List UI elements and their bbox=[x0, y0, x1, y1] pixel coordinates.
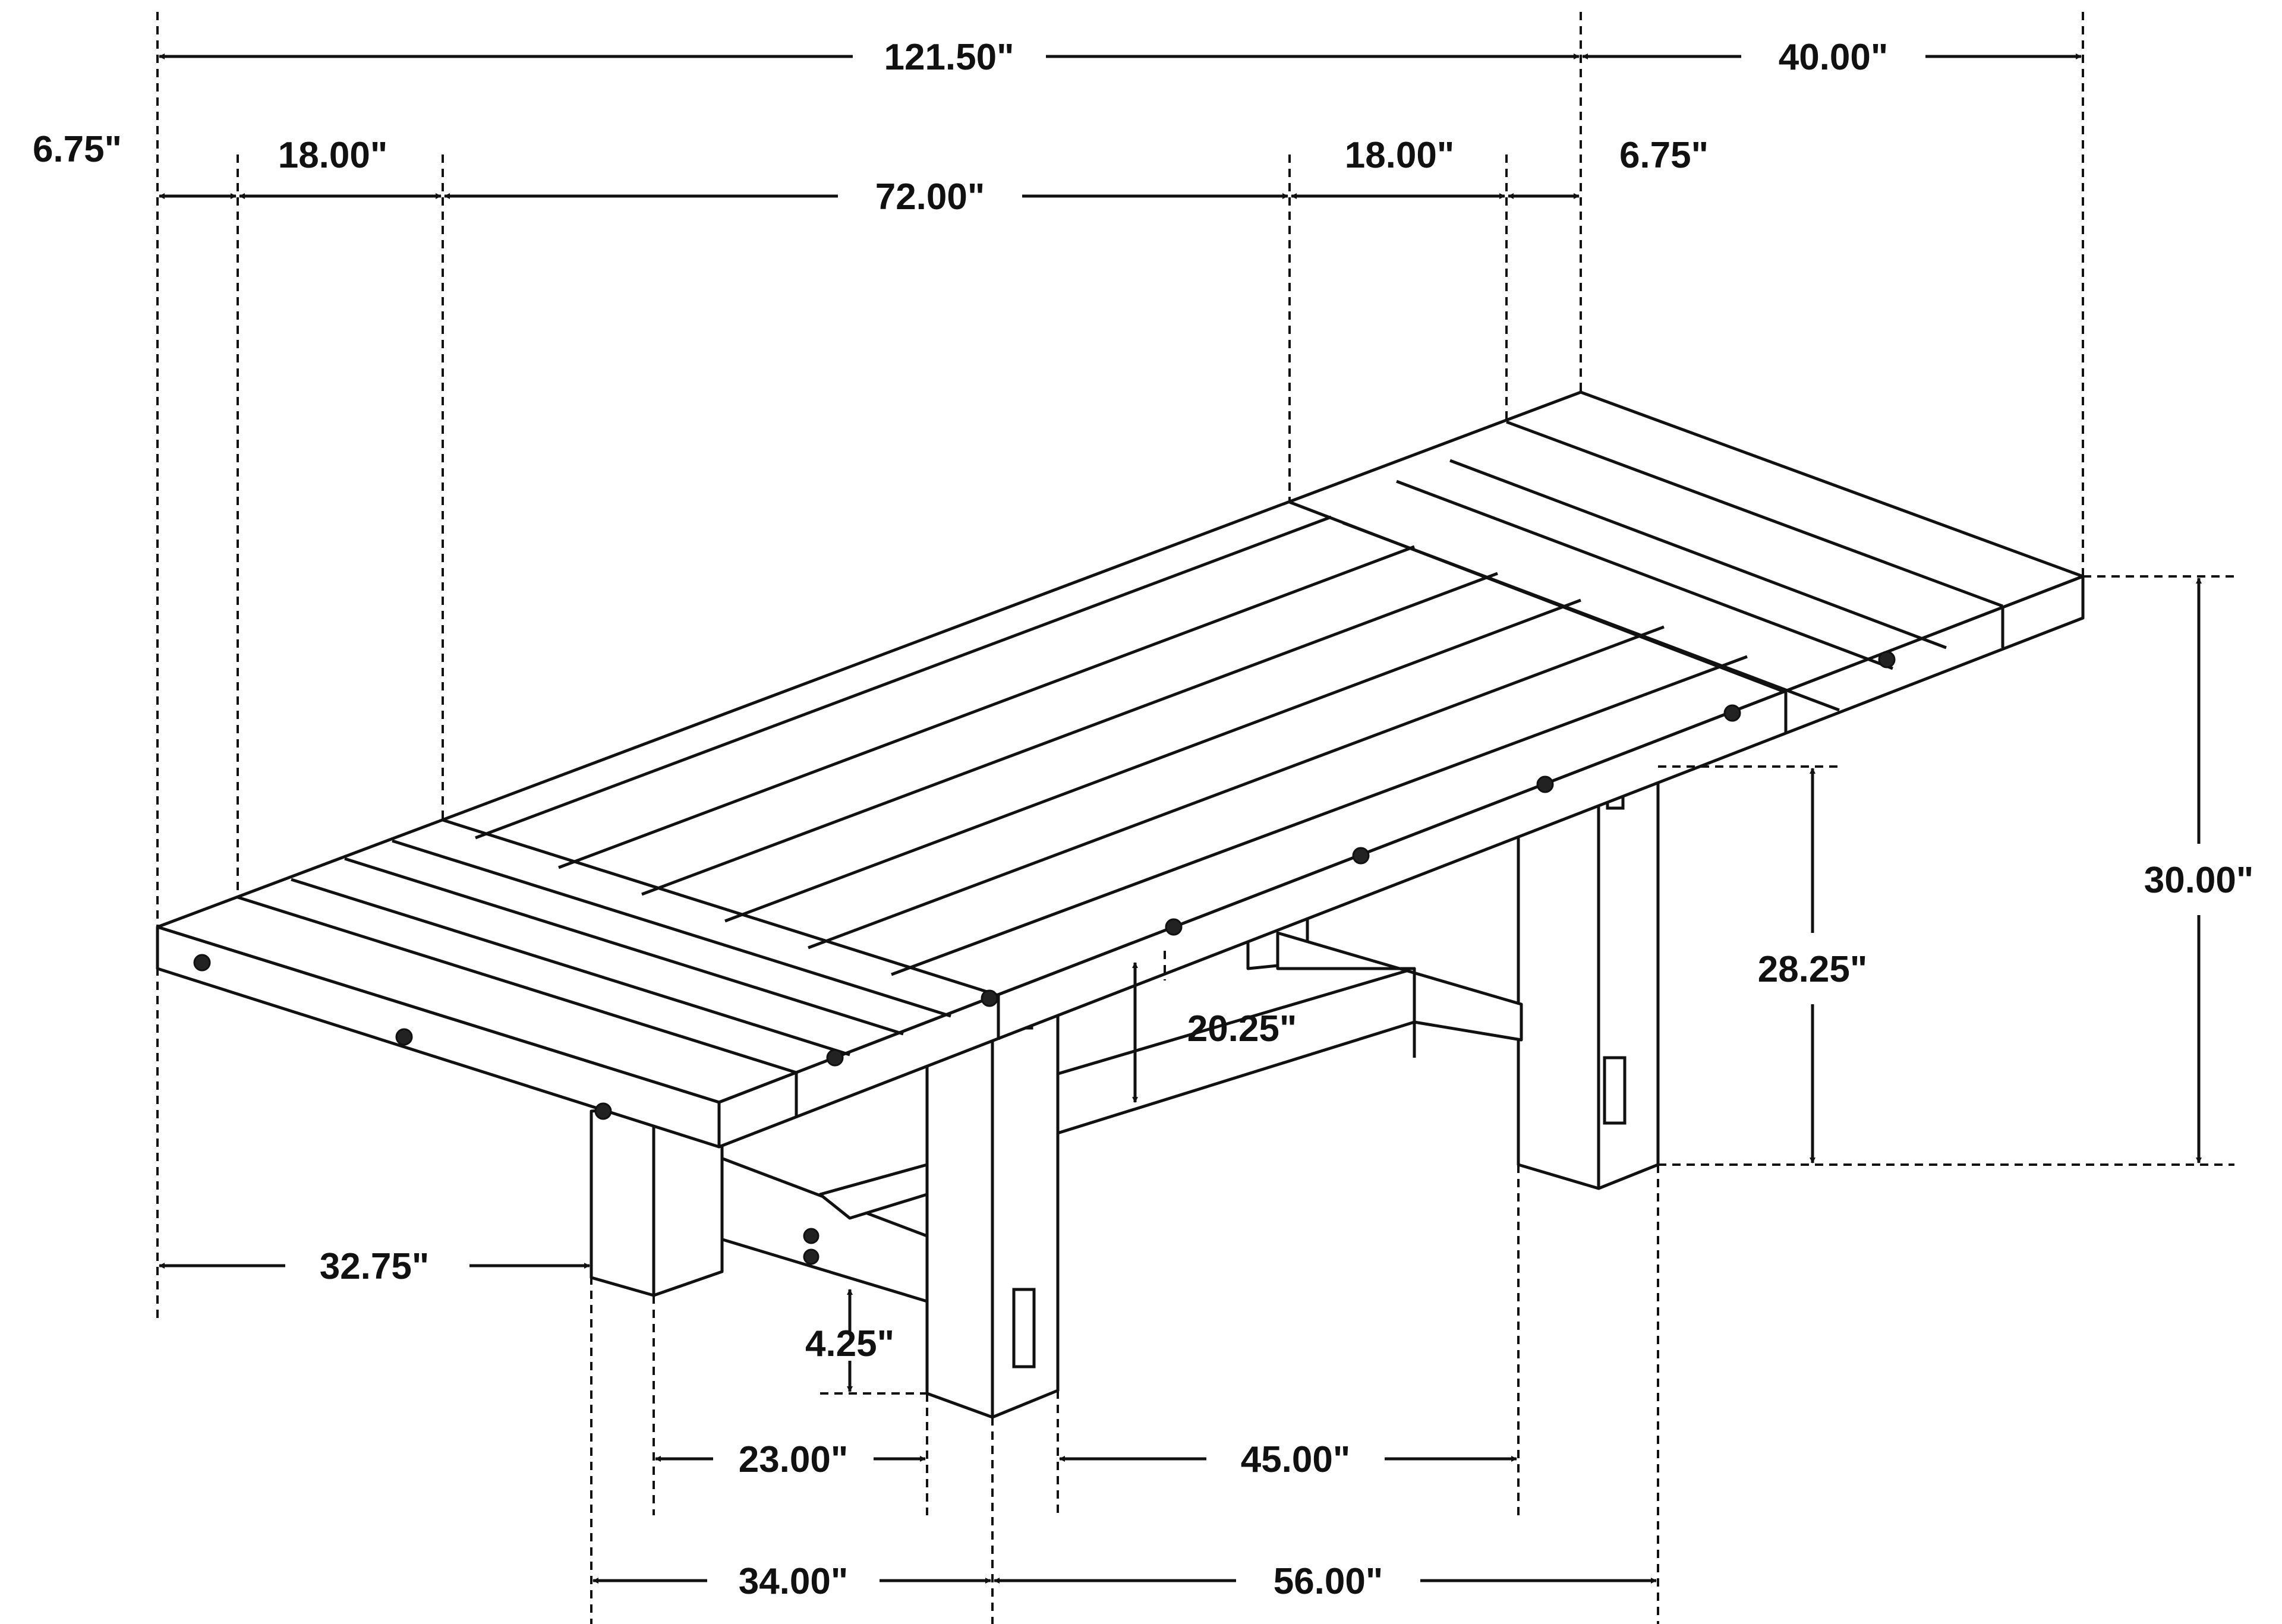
label-stretcher-clearance: 20.25" bbox=[1187, 1008, 1297, 1049]
label-leg-span-long: 56.00" bbox=[1274, 1561, 1383, 1602]
table-top bbox=[156, 390, 2085, 1149]
label-leaf-right: 18.00" bbox=[1345, 135, 1455, 176]
trestle-leg-front-right bbox=[925, 991, 1060, 1419]
table-illustration bbox=[156, 390, 2085, 1419]
label-overall-height: 30.00" bbox=[2144, 860, 2254, 901]
label-leaf-left: 18.00" bbox=[278, 135, 388, 176]
label-leg-span-short: 34.00" bbox=[739, 1561, 849, 1602]
label-end-overhang-left: 6.75" bbox=[33, 129, 122, 170]
label-center-top: 72.00" bbox=[875, 176, 985, 217]
label-top-width: 40.00" bbox=[1779, 37, 1889, 78]
label-height-under-top: 28.25" bbox=[1758, 949, 1868, 990]
label-leg-inner-span: 23.00" bbox=[739, 1439, 849, 1480]
dimension-labels: 121.50" 40.00" 6.75" 18.00" 72.00" 18.00… bbox=[33, 37, 2253, 1602]
label-overhang-to-leg: 32.75" bbox=[320, 1246, 430, 1287]
extension-lines bbox=[156, 12, 2234, 1624]
dimension-lines bbox=[159, 53, 2202, 1584]
label-overall-length: 121.50" bbox=[884, 37, 1014, 78]
label-foot-height: 4.25" bbox=[805, 1323, 894, 1364]
label-center-clearance: 45.00" bbox=[1241, 1439, 1351, 1480]
label-end-overhang-right: 6.75" bbox=[1619, 135, 1709, 176]
